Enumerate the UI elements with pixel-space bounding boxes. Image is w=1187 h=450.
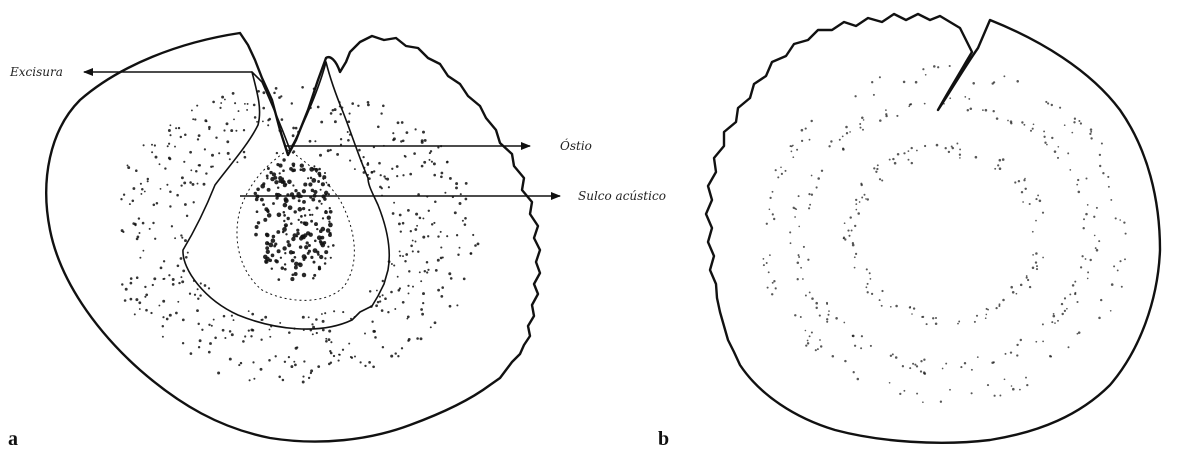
sulcus-depression <box>237 150 354 300</box>
otolith-b-outline <box>706 14 1160 443</box>
sulco-label: Sulco acústico <box>578 189 666 203</box>
panel-letter-a: a <box>8 428 18 450</box>
stipple-b <box>763 65 1127 403</box>
otolith-b <box>706 14 1160 443</box>
panel-letter-b: b <box>658 428 669 450</box>
ostio-label: Óstio <box>560 137 592 153</box>
otolith-a <box>46 33 540 442</box>
excisura-label: Excisura <box>9 65 63 79</box>
